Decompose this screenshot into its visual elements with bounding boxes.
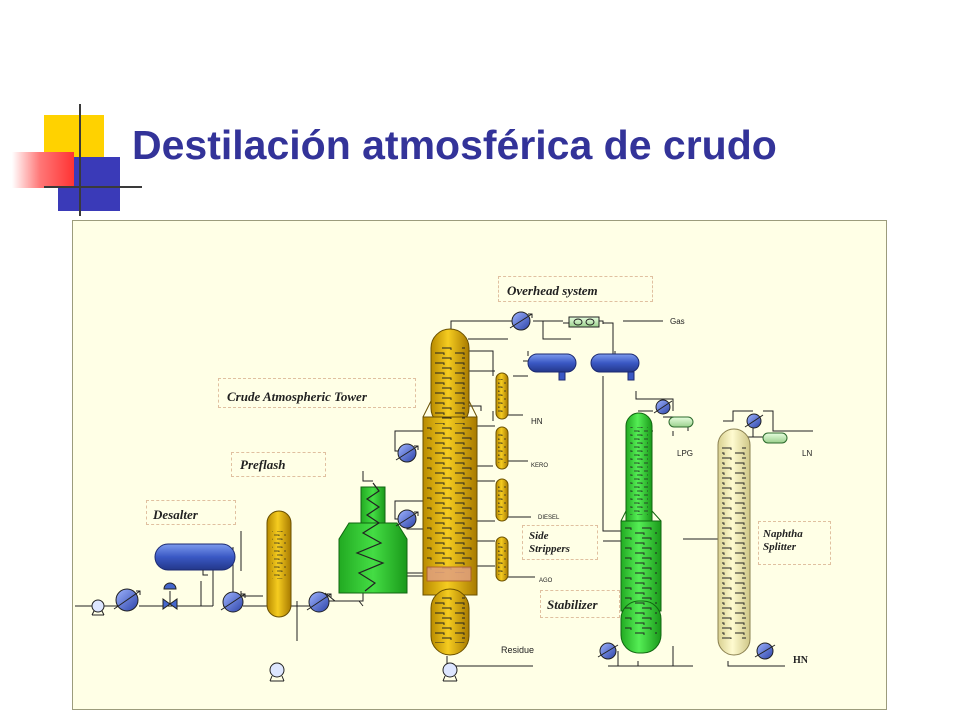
reflux-drums — [668, 416, 788, 444]
stream-hn-bottom: HN — [793, 655, 808, 666]
label-side-strippers: Side Strippers — [522, 525, 598, 560]
crude-atmospheric-tower — [422, 328, 478, 656]
label-preflash: Preflash — [231, 452, 326, 477]
stream-kero: KERO — [531, 463, 549, 469]
air-cooler — [568, 316, 600, 328]
side-strippers — [495, 372, 509, 582]
stream-gas: Gas — [670, 317, 685, 326]
desalter-vessel — [154, 543, 236, 576]
deco-red-square — [12, 152, 74, 188]
heat-exchangers — [113, 311, 776, 660]
label-naphtha-splitter: Naphtha Splitter — [758, 521, 831, 565]
process-flow-diagram — [75, 311, 813, 682]
control-valve — [162, 582, 178, 610]
naphtha-splitter-column — [717, 428, 751, 656]
pumps — [91, 599, 458, 682]
label-naphtha-splitter-line2: Splitter — [763, 541, 797, 554]
label-side-strippers-line2: Strippers — [529, 543, 570, 556]
slide-title: Destilación atmosférica de crudo — [132, 122, 777, 168]
preflash-column — [266, 510, 292, 618]
label-stabilizer: Stabilizer — [540, 590, 620, 618]
label-overhead-system: Overhead system — [498, 276, 653, 302]
overhead-drums — [527, 353, 640, 381]
label-side-strippers-line1: Side — [529, 530, 549, 542]
diagram-panel: Overhead system Crude Atmospheric Tower … — [72, 220, 887, 710]
stream-hn-side: HN — [531, 417, 543, 426]
stream-lpg: LPG — [677, 449, 694, 458]
deco-vertical-line — [79, 104, 81, 216]
stabilizer-column — [620, 412, 662, 654]
stream-diesel: DIESEL — [538, 515, 560, 521]
stream-ago: AGO — [539, 578, 553, 584]
stream-residue: Residue — [501, 645, 535, 655]
label-naphtha-splitter-line1: Naphtha — [763, 528, 803, 540]
label-desalter: Desalter — [146, 500, 236, 525]
furnace — [338, 482, 408, 594]
stream-ln: LN — [802, 449, 813, 458]
label-crude-atmospheric-tower: Crude Atmospheric Tower — [218, 378, 416, 408]
deco-horizontal-line — [44, 186, 142, 188]
